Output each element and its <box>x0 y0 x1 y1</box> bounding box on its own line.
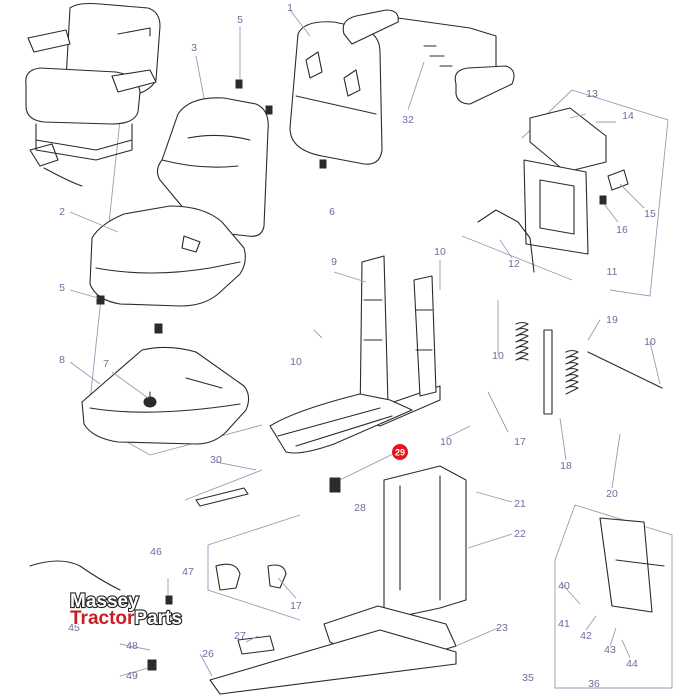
callout-highlighted-label: 29 <box>395 447 405 457</box>
callout-label[interactable]: 28 <box>354 502 366 514</box>
callout-label[interactable]: 27 <box>234 630 246 642</box>
callout-label[interactable]: 32 <box>402 114 414 126</box>
callout-label[interactable]: 44 <box>626 658 638 670</box>
part-control-housing <box>477 107 629 273</box>
callout-label[interactable]: 22 <box>514 528 526 540</box>
callout-label[interactable]: 19 <box>606 314 618 326</box>
callout-label[interactable]: 2 <box>59 206 65 218</box>
callout-label[interactable]: 48 <box>126 640 138 652</box>
callout-label[interactable]: 8 <box>59 354 65 366</box>
callout-label[interactable]: 26 <box>202 648 214 660</box>
part-suspension-frame <box>269 255 441 454</box>
part-bolts <box>96 79 273 334</box>
callout-label[interactable]: 36 <box>588 678 600 690</box>
callout-label[interactable]: 5 <box>59 282 65 294</box>
callout-label[interactable]: 10 <box>644 336 656 348</box>
callout-label[interactable]: 49 <box>126 670 138 682</box>
callout-label[interactable]: 16 <box>616 224 628 236</box>
callout-label[interactable]: 7 <box>103 358 109 370</box>
callout-label[interactable]: 35 <box>522 672 534 684</box>
leader-lines <box>69 9 661 677</box>
callout-label[interactable]: 43 <box>604 644 616 656</box>
part-springs <box>515 321 663 415</box>
callout-label[interactable]: 10 <box>434 246 446 258</box>
watermark-word-parts: Parts <box>134 608 182 629</box>
callout-label[interactable]: 12 <box>508 258 520 270</box>
callout-label[interactable]: 3 <box>191 42 197 54</box>
callout-label[interactable]: 10 <box>492 350 504 362</box>
callout-label[interactable]: 10 <box>290 356 302 368</box>
callout-label[interactable]: 17 <box>290 600 302 612</box>
callout-label[interactable]: 41 <box>558 618 570 630</box>
callout-label[interactable]: 47 <box>182 566 194 578</box>
part-seat-pan <box>81 346 250 445</box>
callout-label[interactable]: 42 <box>580 630 592 642</box>
callout-label[interactable]: 5 <box>237 14 243 26</box>
callout-label[interactable]: 10 <box>440 436 452 448</box>
callout-label[interactable]: 6 <box>329 206 335 218</box>
watermark-line1: Massey <box>70 591 139 612</box>
watermark-logo: Massey TractorParts <box>69 590 183 630</box>
part-misc-small <box>29 487 287 671</box>
callout-label[interactable]: 18 <box>560 460 572 472</box>
callout-label[interactable]: 46 <box>150 546 162 558</box>
part-armrests <box>342 9 515 105</box>
part-lower-base <box>209 465 467 695</box>
callout-label[interactable]: 17 <box>514 436 526 448</box>
part-complete-seat <box>25 2 161 187</box>
watermark-word-tractor: Tractor <box>70 608 135 629</box>
callout-highlighted[interactable]: 29 <box>392 444 408 460</box>
part-backrest-frame <box>289 21 383 169</box>
callout-label[interactable]: 23 <box>496 622 508 634</box>
part-seat-cushion <box>89 205 246 307</box>
callout-label[interactable]: 20 <box>606 488 618 500</box>
callout-label[interactable]: 15 <box>644 208 656 220</box>
watermark-line2: TractorParts <box>70 608 182 629</box>
callout-label[interactable]: 1 <box>287 2 293 14</box>
callout-label[interactable]: 11 <box>607 266 618 278</box>
callout-label[interactable]: 9 <box>331 256 337 268</box>
part-side-plate <box>599 517 665 613</box>
callout-label[interactable]: 13 <box>586 88 598 100</box>
callout-label[interactable]: 45 <box>68 622 80 634</box>
callout-label[interactable]: 30 <box>210 454 222 466</box>
callout-label[interactable]: 40 <box>558 580 570 592</box>
callout-label[interactable]: 14 <box>622 110 634 122</box>
callout-label[interactable]: 21 <box>514 498 526 510</box>
part-damper-bolt <box>329 451 398 493</box>
part-backrest-cushion <box>156 97 269 237</box>
callout-labels: 1 2 3 5 5 6 7 8 9 10 10 10 10 10 11 12 1… <box>59 2 656 690</box>
